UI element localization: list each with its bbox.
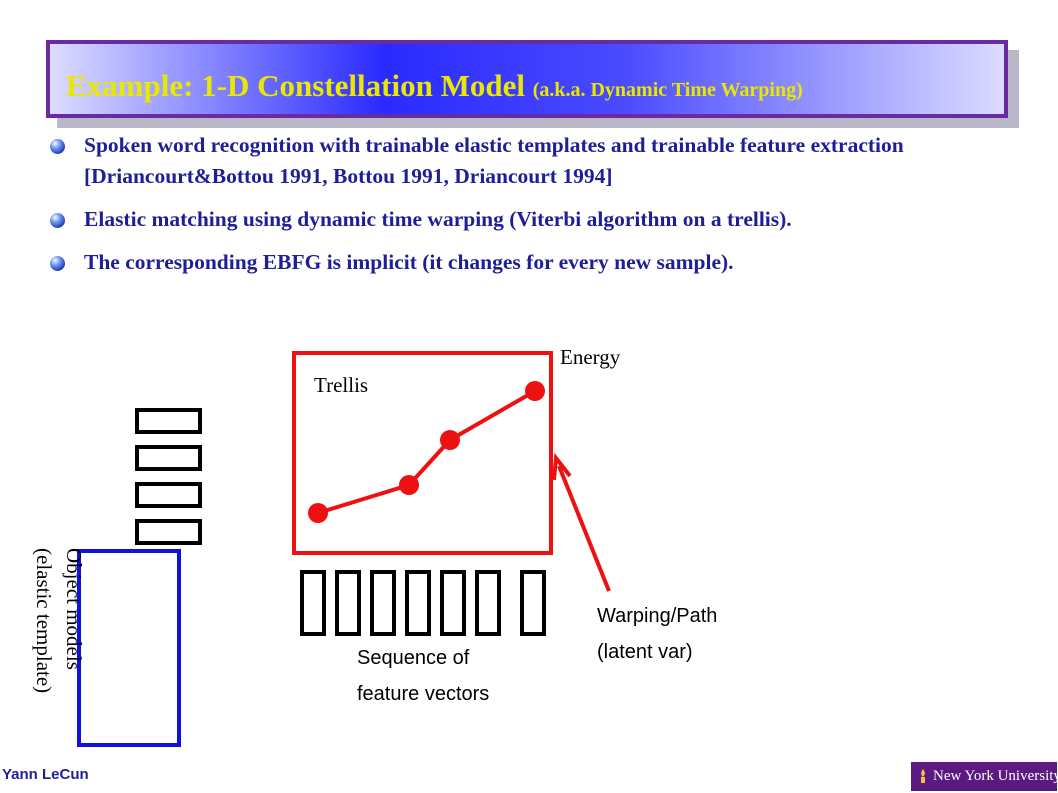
bullet-item: The corresponding EBFG is implicit (it c… <box>50 247 1010 278</box>
sequence-label-line1: Sequence of <box>357 647 470 669</box>
warping-label: Warping/Path (latent var) <box>597 598 717 670</box>
bullet-dot-icon <box>50 256 65 271</box>
title-bar <box>46 40 1008 118</box>
warping-arrow-line <box>557 465 611 592</box>
author-name: Yann LeCun <box>2 766 89 783</box>
bullet-item: Elastic matching using dynamic time warp… <box>50 204 1010 235</box>
feature-vector-box <box>405 570 431 636</box>
object-models-label-line2: (elastic template) <box>32 548 56 694</box>
warping-label-line1: Warping/Path <box>597 605 718 627</box>
bullet-list: Spoken word recognition with trainable e… <box>50 130 1010 290</box>
bullet-dot-icon <box>50 139 65 154</box>
bullet-text: Spoken word recognition with trainable e… <box>84 133 904 188</box>
energy-label: Energy <box>560 345 621 369</box>
sequence-label: Sequence of feature vectors <box>357 640 489 712</box>
sequence-label-line2: feature vectors <box>357 683 490 705</box>
bullet-text: The corresponding EBFG is implicit (it c… <box>84 250 734 274</box>
trellis-box <box>292 351 553 555</box>
warping-arrow-head-icon <box>552 452 572 481</box>
object-models-label: Object models (elastic template) <box>29 548 89 748</box>
feature-vector-box <box>440 570 466 636</box>
path-node <box>525 381 545 401</box>
template-box <box>135 408 202 434</box>
feature-vector-box <box>335 570 361 636</box>
trellis-label: Trellis <box>314 373 369 397</box>
path-node <box>399 475 419 495</box>
template-box <box>135 519 202 545</box>
bullet-dot-icon <box>50 213 65 228</box>
nyu-logo: New York University <box>911 762 1058 791</box>
slide-title-main: Example: 1-D Constellation Model <box>66 68 533 103</box>
bullet-text: Elastic matching using dynamic time warp… <box>84 207 792 231</box>
object-model-box <box>77 549 181 747</box>
warping-path-line <box>317 389 536 515</box>
feature-vector-box <box>475 570 501 636</box>
path-node <box>440 430 460 450</box>
slide-title-sub: (a.k.a. Dynamic Time Warping) <box>532 79 803 101</box>
warping-label-line2: (latent var) <box>597 641 693 663</box>
object-models-label-line1: Object models <box>62 548 86 670</box>
template-box <box>135 482 202 508</box>
feature-vector-box <box>370 570 396 636</box>
template-box <box>135 445 202 471</box>
torch-icon <box>921 769 925 783</box>
nyu-logo-text: New York University <box>933 768 1058 784</box>
feature-vector-box <box>520 570 546 636</box>
slide-title: Example: 1-D Constellation Model (a.k.a.… <box>66 68 803 104</box>
bullet-item: Spoken word recognition with trainable e… <box>50 130 1010 192</box>
path-node <box>308 503 328 523</box>
feature-vector-box <box>300 570 326 636</box>
